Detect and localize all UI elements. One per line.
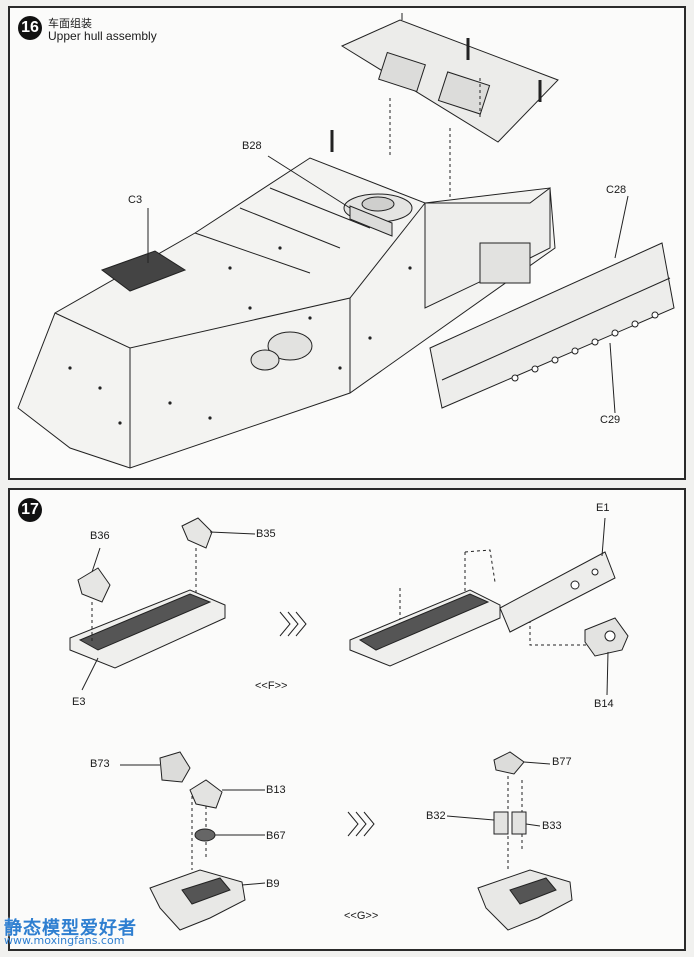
part-label-b77: B77 bbox=[552, 756, 572, 768]
part-label-b14: B14 bbox=[594, 698, 614, 710]
step-16-title-en: Upper hull assembly bbox=[48, 29, 157, 43]
step-16-panel: 16 车面组装 Upper hull assembly bbox=[8, 6, 686, 480]
part-label-c28: C28 bbox=[606, 184, 627, 196]
step-17-drawing bbox=[69, 517, 629, 931]
part-label-b33: B33 bbox=[542, 820, 562, 832]
subassembly-f-label: <<F>> bbox=[255, 680, 288, 692]
part-label-c29: C29 bbox=[600, 414, 621, 426]
part-label-b9: B9 bbox=[266, 878, 280, 890]
upper-hull-drawing bbox=[17, 13, 675, 469]
part-label-b35: B35 bbox=[256, 528, 276, 540]
part-label-e1: E1 bbox=[596, 502, 610, 514]
part-label-b73: B73 bbox=[90, 758, 110, 770]
subassembly-g-label: <<G>> bbox=[344, 910, 379, 922]
step-17-number-badge: 17 bbox=[18, 498, 42, 522]
part-label-b28: B28 bbox=[242, 140, 262, 152]
part-label-e3: E3 bbox=[72, 696, 86, 708]
watermark-name: 静态模型爱好者 bbox=[4, 918, 137, 939]
step-17-panel: 17 bbox=[8, 488, 686, 951]
part-label-b13: B13 bbox=[266, 784, 286, 796]
part-label-b36: B36 bbox=[90, 530, 110, 542]
part-label-b67: B67 bbox=[266, 830, 286, 842]
part-label-b32: B32 bbox=[426, 810, 446, 822]
part-label-c3: C3 bbox=[128, 194, 143, 206]
watermark-url: www.moxingfans.com bbox=[4, 934, 125, 947]
step-16-title-zh: 车面组装 bbox=[48, 18, 92, 30]
step-16-number-badge: 16 bbox=[18, 16, 42, 40]
